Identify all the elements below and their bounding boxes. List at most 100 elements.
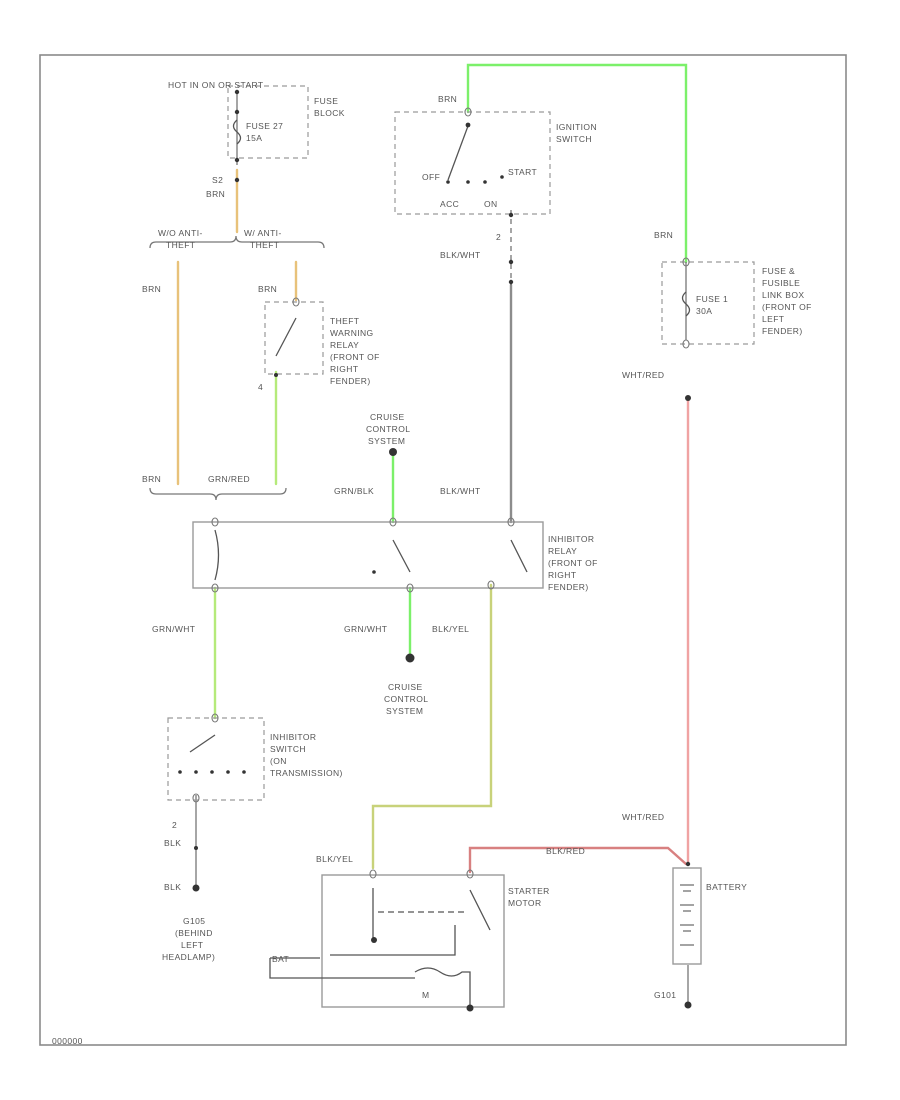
inh-contact-2 xyxy=(194,770,198,774)
label-ground-4: HEADLAMP) xyxy=(162,952,215,962)
label-ignition-switch-1: IGNITION xyxy=(556,122,597,132)
inhibitor-switch-box xyxy=(167,717,265,801)
inhibitor-relay-blade-1 xyxy=(392,539,411,573)
label-ground-3: LEFT xyxy=(181,940,203,950)
label-fuse1-1: FUSE 1 xyxy=(696,294,728,304)
label-blk-wht-mid: BLK/WHT xyxy=(440,486,481,496)
ign-contact-off xyxy=(446,180,450,184)
label-fusible-link-3: LINK BOX xyxy=(762,290,804,300)
label-fuse27-2: 15A xyxy=(246,133,262,143)
label-theft-relay-4: (FRONT OF xyxy=(330,352,380,362)
wire-blk-red-starter xyxy=(468,846,688,874)
label-wire-brn-top: BRN xyxy=(206,189,225,199)
splice-bracket-top xyxy=(149,235,325,249)
label-cruise-bottom-2: CONTROL xyxy=(384,694,428,704)
label-fusible-link-2: FUSIBLE xyxy=(762,278,800,288)
label-cruise-top-2: CONTROL xyxy=(366,424,410,434)
ign-contact-acc xyxy=(466,180,470,184)
starter-internal-1 xyxy=(330,915,456,956)
fuse27-symbol xyxy=(232,119,242,145)
starter-motor-winding xyxy=(414,967,471,1006)
label-inhibitor-relay-2: RELAY xyxy=(548,546,577,556)
label-fuse-block-header: HOT IN ON OR START xyxy=(168,80,264,90)
battery-cells xyxy=(680,884,694,946)
label-ign-acc: ACC xyxy=(440,199,459,209)
label-grn-wht-mid: GRN/WHT xyxy=(344,624,387,634)
label-inhibitor-switch-2: SWITCH xyxy=(270,744,306,754)
label-starter-motor-2: MOTOR xyxy=(508,898,541,908)
label-grn-red-top: GRN/RED xyxy=(208,474,250,484)
label-brn-bottom-left: BRN xyxy=(142,474,161,484)
ign-contact-start xyxy=(500,175,504,179)
label-brn-right: BRN xyxy=(258,284,277,294)
label-fuse27-1: FUSE 27 xyxy=(246,121,283,131)
label-brn-left: BRN xyxy=(142,284,161,294)
label-wire-s2: S2 xyxy=(212,175,223,185)
label-theft-relay-1: THEFT xyxy=(330,316,359,326)
label-fusible-link-1: FUSE & xyxy=(762,266,795,276)
label-ign-brn: BRN xyxy=(438,94,457,104)
label-ign-off: OFF xyxy=(422,172,440,182)
label-fusible-link-5: LEFT xyxy=(762,314,784,324)
label-cruise-top-3: SYSTEM xyxy=(368,436,405,446)
label-cruise-top-1: CRUISE xyxy=(370,412,405,422)
theft-relay-box xyxy=(264,301,324,375)
label-blk-yel-bottom: BLK/YEL xyxy=(316,854,353,864)
label-inhibitor-relay-3: (FRONT OF xyxy=(548,558,598,568)
label-ignition-switch-2: SWITCH xyxy=(556,134,592,144)
label-m: M xyxy=(422,990,429,1000)
label-theft-relay-2: WARNING xyxy=(330,328,374,338)
battery-box xyxy=(672,867,702,965)
label-blk-2: BLK xyxy=(164,882,181,892)
inhibitor-switch-blade xyxy=(189,734,216,753)
starter-node-1 xyxy=(371,937,377,943)
inh-contact-5 xyxy=(242,770,246,774)
label-wht-red-top: WHT/RED xyxy=(622,370,664,380)
label-blk-red: BLK/RED xyxy=(546,846,585,856)
label-fuse-block-1: FUSE xyxy=(314,96,338,106)
label-theft-relay-3: RELAY xyxy=(330,340,359,350)
inh-contact-1 xyxy=(178,770,182,774)
label-ign-start: START xyxy=(508,167,537,177)
label-grn-blk: GRN/BLK xyxy=(334,486,374,496)
ignition-switch-box xyxy=(394,111,551,215)
label-ground-1: G105 xyxy=(183,916,205,926)
label-diagram-id: 000000 xyxy=(52,1036,83,1046)
theft-relay-blade xyxy=(275,317,297,357)
label-brn-right-top: BRN xyxy=(654,230,673,240)
label-ground-2: (BEHIND xyxy=(175,928,213,938)
label-blk-1: BLK xyxy=(164,838,181,848)
label-inhibitor-switch-1: INHIBITOR xyxy=(270,732,316,742)
label-fusible-link-6: FENDER) xyxy=(762,326,803,336)
label-fuse-block-2: BLOCK xyxy=(314,108,345,118)
label-fuse1-2: 30A xyxy=(696,306,712,316)
wire-brn-ignition-to-fuse1 xyxy=(466,63,688,264)
relay-contact xyxy=(372,570,376,574)
label-blk-wht-top: BLK/WHT xyxy=(440,250,481,260)
ign-contact-on xyxy=(483,180,487,184)
label-fusible-link-4: (FRONT OF xyxy=(762,302,812,312)
label-theft-relay-6: FENDER) xyxy=(330,376,371,386)
inhibitor-relay-blade-2 xyxy=(510,539,528,573)
starter-ground-node xyxy=(466,1004,474,1012)
label-pin-inh: 2 xyxy=(172,820,177,830)
fusible-link-box xyxy=(661,261,755,345)
label-cruise-bottom-1: CRUISE xyxy=(388,682,423,692)
label-pin-ign: 2 xyxy=(496,232,501,242)
label-splice-right-1: W/ ANTI- xyxy=(244,228,282,238)
label-starter-motor-1: STARTER xyxy=(508,886,550,896)
label-inhibitor-relay-1: INHIBITOR xyxy=(548,534,594,544)
label-ign-on: ON xyxy=(484,199,498,209)
label-cruise-bottom-3: SYSTEM xyxy=(386,706,423,716)
inh-contact-3 xyxy=(210,770,214,774)
label-inhibitor-relay-5: FENDER) xyxy=(548,582,589,592)
inhibitor-relay-coil xyxy=(214,529,220,581)
label-wht-red-bottom: WHT/RED xyxy=(622,812,664,822)
label-splice-left-2: THEFT xyxy=(166,240,195,250)
label-g-battery: G101 xyxy=(654,990,676,1000)
diagram-frame xyxy=(39,54,847,1046)
inhibitor-relay-box xyxy=(192,521,544,589)
label-inhibitor-switch-3: (ON xyxy=(270,756,287,766)
label-theft-relay-5: RIGHT xyxy=(330,364,358,374)
